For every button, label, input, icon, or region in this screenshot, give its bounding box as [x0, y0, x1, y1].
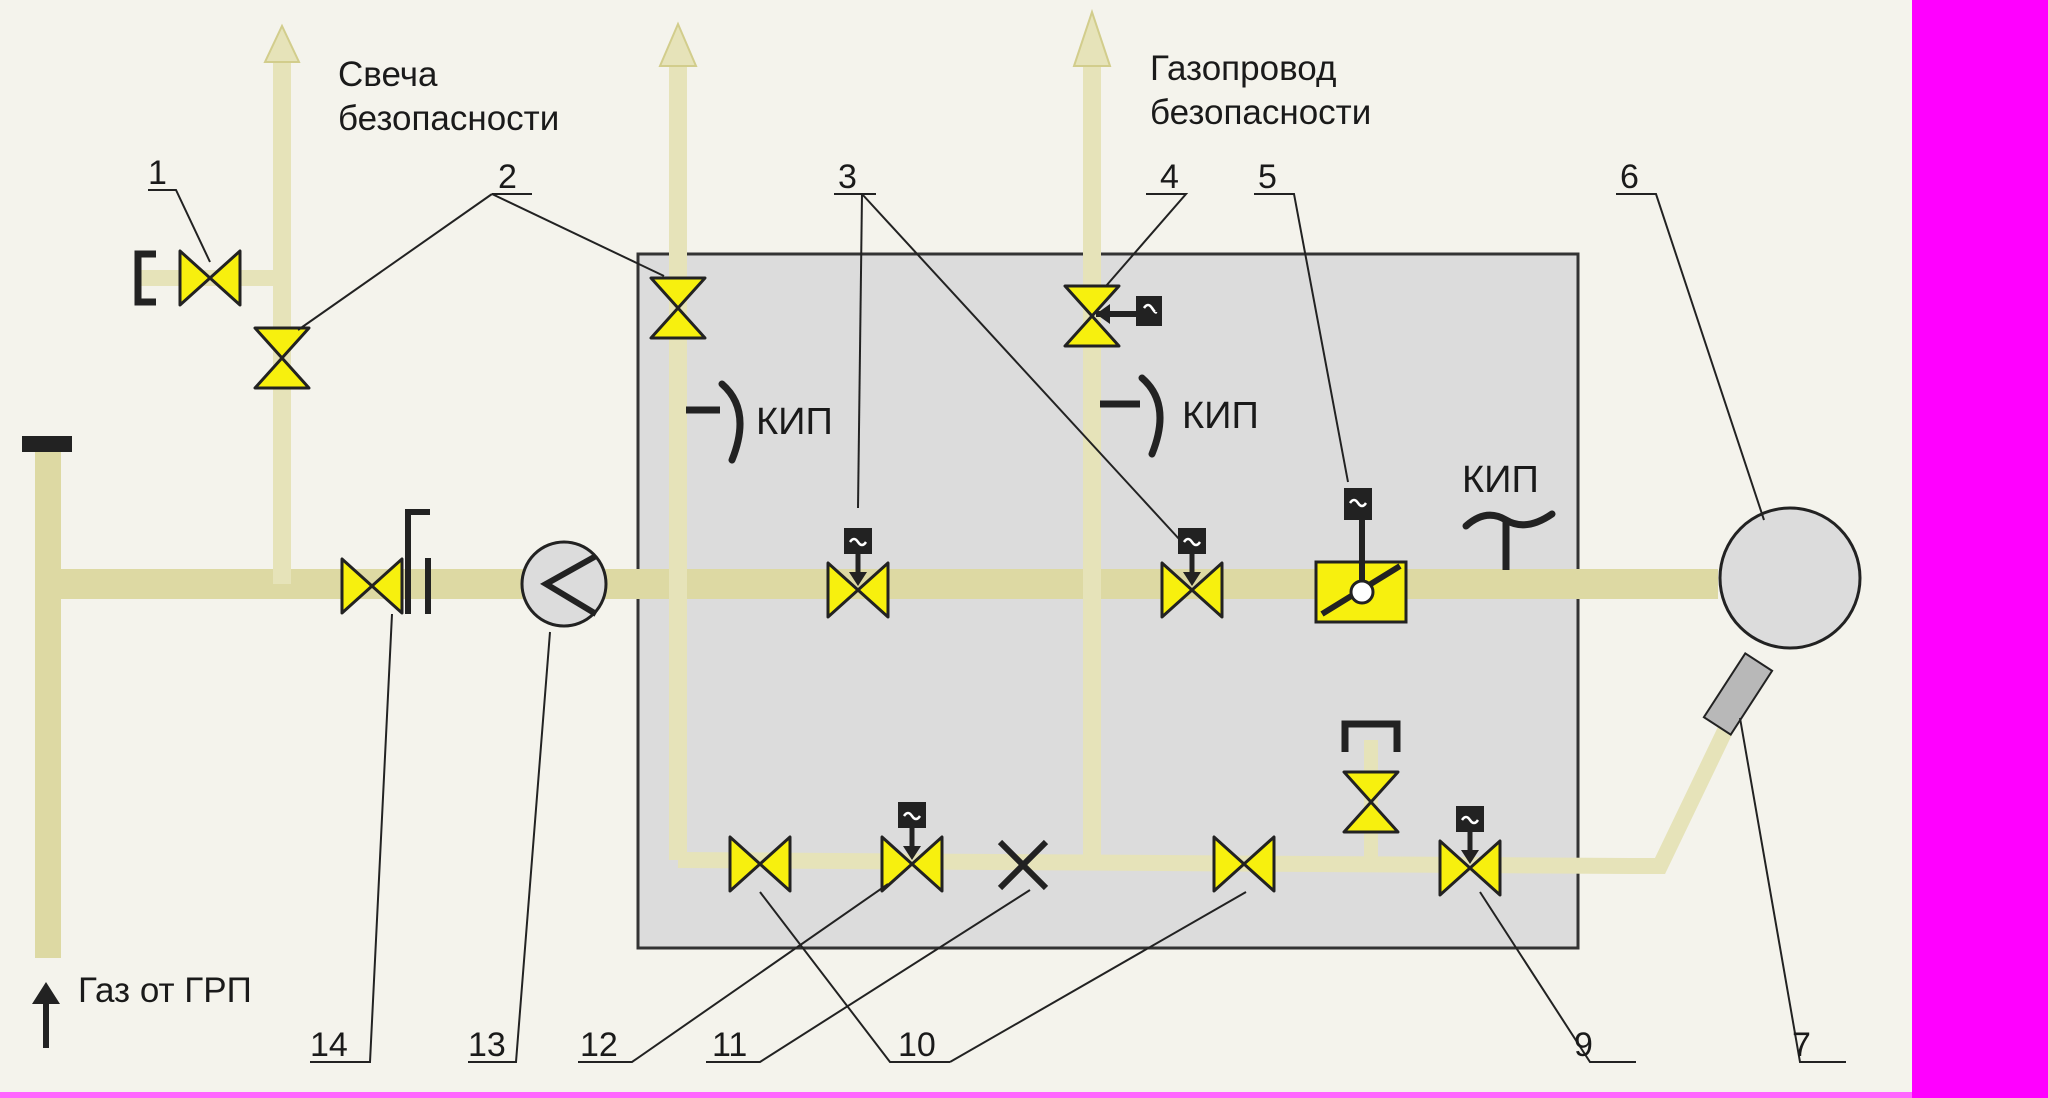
kip-tap-right [1462, 510, 1556, 570]
kip-label-right: КИП [1462, 459, 1539, 501]
magenta-side-bar [1912, 0, 2048, 1098]
left-vent-arrow [658, 21, 698, 67]
check-valve [520, 540, 608, 628]
igniter [1702, 652, 1774, 736]
callout-11: 11 [712, 1026, 747, 1064]
pilot-drain-cap [1341, 720, 1401, 752]
pilot-gas-line [677, 708, 1742, 874]
flange-bracket [405, 509, 430, 558]
kip-label-middle: КИП [1182, 395, 1259, 437]
callout-12: 12 [580, 1026, 618, 1064]
candle-label-line2: безопасности [338, 99, 559, 138]
burner [1702, 506, 1862, 736]
callout-10: 10 [898, 1026, 936, 1064]
callout-6: 6 [1620, 158, 1639, 196]
callout-9: 9 [1574, 1026, 1593, 1064]
pilot-orifice [997, 839, 1049, 891]
callout-14: 14 [310, 1026, 348, 1064]
equipment-enclosure [636, 252, 1580, 950]
bottom-edge-line [0, 1092, 1912, 1098]
callout-5: 5 [1258, 158, 1277, 196]
callout-leaders [148, 189, 1846, 1063]
safety-pipeline-label-line1: Газопровод [1150, 49, 1336, 88]
safety-valve-solenoid [1063, 284, 1162, 348]
callout-4: 4 [1160, 158, 1179, 196]
kip-tap-middle [1100, 374, 1164, 458]
candle-vent-arrow [263, 23, 301, 63]
main-shutoff-with-flange [340, 509, 431, 615]
burner-head [1718, 506, 1862, 650]
safety-pipeline-label-line2: безопасности [1150, 93, 1371, 132]
regulating-butterfly-valve [1314, 488, 1408, 624]
gas-source-arrow-icon [32, 982, 60, 1048]
callout-2: 2 [498, 158, 517, 196]
kip-tap-left [686, 380, 744, 464]
purge-cap [134, 250, 156, 306]
gas-source-label: Газ от ГРП [78, 971, 252, 1010]
safety-vent-arrow [1072, 8, 1112, 67]
callout-3: 3 [838, 158, 857, 196]
callout-13: 13 [468, 1026, 506, 1064]
kip-label-left: КИП [756, 401, 833, 443]
callout-1: 1 [148, 154, 167, 192]
callout-7: 7 [1792, 1026, 1811, 1064]
candle-label-line1: Свеча [338, 55, 438, 94]
riser-cap [22, 436, 72, 452]
